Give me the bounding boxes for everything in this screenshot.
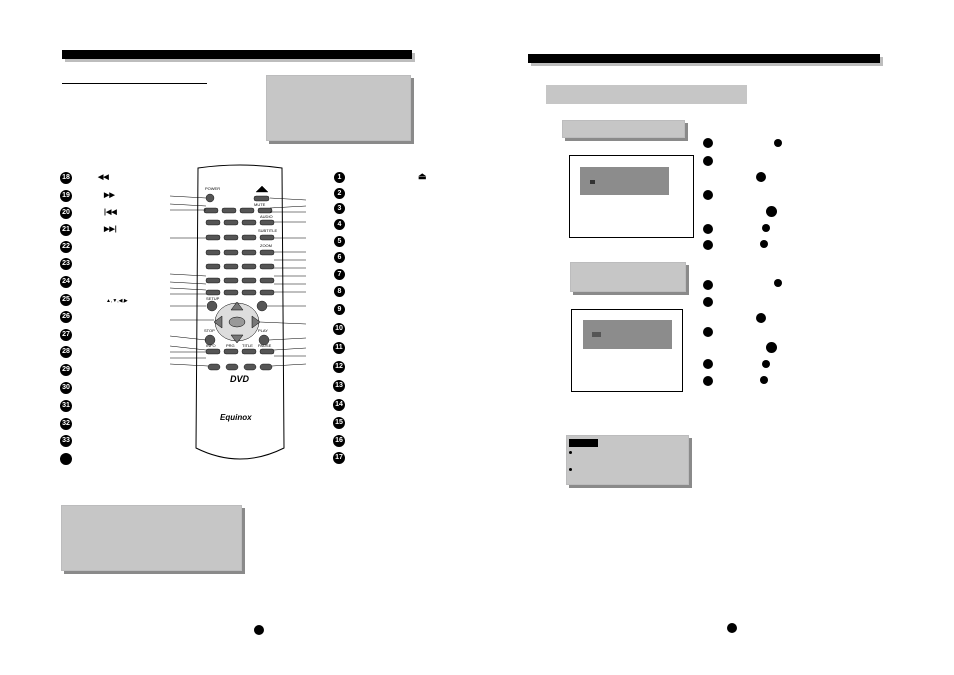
page-number-right (727, 623, 737, 633)
screen-mock-1 (569, 155, 694, 238)
info-label: INFO (206, 343, 216, 348)
step-marker (703, 327, 713, 337)
screen-cursor-1 (590, 180, 595, 184)
forward-icon: ▶▶ (104, 192, 115, 199)
step-marker (703, 138, 713, 148)
item-number-7: 7 (334, 269, 345, 280)
mute-label: MUTE (254, 202, 266, 207)
title-label: TITLE (242, 343, 253, 348)
power-label: POWER (205, 186, 220, 191)
step-marker (703, 359, 713, 369)
power-button (205, 193, 215, 203)
step-marker (703, 190, 713, 200)
item-number-1: 1 (334, 172, 345, 183)
stop-label: STOP (204, 328, 215, 333)
item-number-3: 3 (334, 203, 345, 214)
item-number-15: 15 (333, 417, 345, 429)
screen-cursor-2 (592, 332, 601, 337)
item-number-21: 21 (60, 224, 72, 236)
item-number-13: 13 (333, 380, 345, 392)
sub-heading-box-1 (562, 120, 685, 138)
item-number-30: 30 (60, 382, 72, 394)
item-number-10: 10 (333, 323, 345, 335)
step-marker (703, 297, 713, 307)
step-inline-marker (762, 224, 770, 232)
dvd-logo: DVD (230, 374, 250, 384)
item-number-19: 19 (60, 190, 72, 202)
item-number-34 (60, 453, 72, 465)
rewind-icon: ◀◀ (98, 174, 109, 181)
item-number-12: 12 (333, 361, 345, 373)
prog-label: PRG (226, 343, 235, 348)
item-number-26: 26 (60, 311, 72, 323)
note-box-bottom (61, 505, 242, 571)
pause-label: PAUSE (258, 343, 272, 348)
item-number-27: 27 (60, 329, 72, 341)
setup-button (206, 300, 218, 312)
remote-control-illustration: POWER MUTE AUDIO SUBTITLE ZOOM SETUP STO… (169, 164, 307, 460)
step-marker (703, 224, 713, 234)
item-number-25: 25 (60, 294, 72, 306)
item-number-11: 11 (333, 342, 345, 354)
audio-label: AUDIO (260, 214, 273, 219)
sub-heading-box-2 (570, 262, 686, 292)
ok-button (228, 316, 246, 328)
item-number-14: 14 (333, 399, 345, 411)
zoom-label: ZOOM (260, 243, 272, 248)
play-label: PLAY (258, 328, 268, 333)
item-number-22: 22 (60, 241, 72, 253)
item-number-17: 17 (333, 452, 345, 464)
step-marker (703, 156, 713, 166)
step-marker (703, 280, 713, 290)
menu-button (256, 300, 268, 312)
item-number-6: 6 (334, 252, 345, 263)
screen-mock-2 (571, 309, 683, 392)
item-number-33: 33 (60, 435, 72, 447)
page-number-left (254, 625, 264, 635)
step-inline-marker (774, 139, 782, 147)
navigation-pad (213, 301, 261, 344)
section-underline (62, 83, 207, 84)
step-inline-marker (762, 360, 770, 368)
step-inline-marker (766, 342, 777, 353)
step-inline-marker (756, 172, 766, 182)
item-number-16: 16 (333, 435, 345, 447)
item-number-2: 2 (334, 188, 345, 199)
item-number-20: 20 (60, 207, 72, 219)
item-number-31: 31 (60, 400, 72, 412)
subtitle-label: SUBTITLE (258, 228, 277, 233)
item-number-29: 29 (60, 364, 72, 376)
item-number-9: 9 (334, 304, 345, 315)
next-chapter-icon: ▶▶| (104, 226, 117, 233)
item-number-23: 23 (60, 258, 72, 270)
item-number-32: 32 (60, 418, 72, 430)
item-number-18: 18 (60, 172, 72, 184)
note-bullet-2 (569, 468, 572, 471)
note-bullet-1 (569, 451, 572, 454)
step-inline-marker (760, 240, 768, 248)
right-header-bar (528, 54, 880, 63)
eject-icon: ⏏ (418, 171, 427, 181)
item-number-24: 24 (60, 276, 72, 288)
step-inline-marker (766, 206, 777, 217)
step-inline-marker (774, 279, 782, 287)
prev-chapter-icon: |◀◀ (104, 209, 117, 216)
brand-logo: Equinox (220, 413, 252, 422)
note-label-bar (569, 439, 598, 447)
step-marker (703, 240, 713, 250)
setup-label: SETUP (206, 296, 220, 301)
note-box-right (566, 435, 689, 485)
item-number-28: 28 (60, 346, 72, 358)
step-marker (703, 376, 713, 386)
step-inline-marker (756, 313, 766, 323)
arrow-keys-icon: ▲,▼,◀,▶ (106, 298, 128, 304)
left-header-bar (62, 50, 412, 59)
item-number-5: 5 (334, 236, 345, 247)
item-number-4: 4 (334, 219, 345, 230)
item-number-8: 8 (334, 286, 345, 297)
note-box-top (266, 75, 411, 141)
eject-button (255, 185, 269, 193)
step-inline-marker (760, 376, 768, 384)
section-title-box (546, 85, 747, 104)
